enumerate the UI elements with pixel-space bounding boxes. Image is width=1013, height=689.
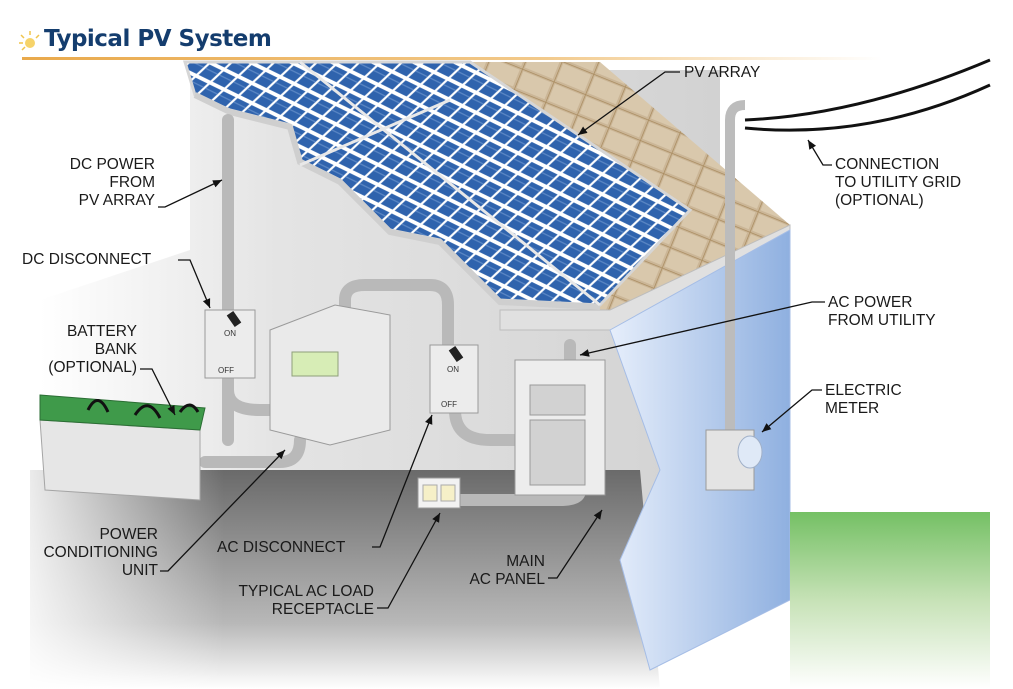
leader-meter bbox=[761, 389, 822, 433]
power-conditioning-unit bbox=[269, 304, 391, 446]
label-ac-disconnect: AC DISCONNECT bbox=[217, 539, 346, 556]
leader-pcu bbox=[160, 449, 286, 572]
grass bbox=[790, 512, 990, 689]
utility-mast bbox=[725, 100, 746, 485]
leader-pv-array bbox=[577, 71, 680, 136]
title-underline bbox=[22, 57, 882, 60]
ac-load-receptacle bbox=[417, 477, 461, 509]
label-connection-grid: CONNECTION TO UTILITY GRID (OPTIONAL) bbox=[835, 156, 962, 209]
ac-disconnect: ON OFF bbox=[429, 344, 479, 414]
leader-connection-grid bbox=[807, 139, 832, 166]
label-main-ac-panel: MAIN AC PANEL bbox=[469, 553, 545, 588]
conduit-ac-panel bbox=[449, 404, 526, 446]
leader-receptacle bbox=[377, 512, 441, 609]
main-ac-panel bbox=[514, 359, 606, 496]
leader-main-panel bbox=[548, 509, 603, 579]
leader-ac-power bbox=[579, 301, 825, 357]
label-dc-power: DC POWER FROM PV ARRAY bbox=[69, 156, 155, 209]
label-ac-power-utility: AC POWER FROM UTILITY bbox=[828, 294, 936, 329]
conduit-dc-pcu bbox=[222, 384, 286, 416]
diagram-title: Typical PV System bbox=[44, 26, 272, 52]
label-pv-array: PV ARRAY bbox=[684, 64, 761, 81]
label-electric-meter: ELECTRIC METER bbox=[825, 382, 902, 417]
label-dc-disconnect: DC DISCONNECT bbox=[22, 251, 152, 268]
sun-icon bbox=[19, 31, 40, 51]
conduit-battery bbox=[199, 434, 306, 468]
dc-switch-on-text: ON bbox=[224, 329, 236, 338]
leader-dc-disconnect bbox=[178, 259, 211, 309]
ac-switch-off-text: OFF bbox=[441, 400, 457, 409]
utility-wire bbox=[744, 83, 991, 132]
dc-switch-off-text: OFF bbox=[218, 366, 234, 375]
electric-meter bbox=[705, 429, 763, 491]
leader-battery bbox=[140, 368, 176, 416]
conduit-pcu-ac bbox=[339, 279, 454, 356]
battery-bank bbox=[39, 394, 206, 501]
exterior-wall bbox=[609, 229, 791, 671]
label-ac-load-receptacle: TYPICAL AC LOAD RECEPTACLE bbox=[238, 583, 374, 618]
ac-switch-on-text: ON bbox=[447, 365, 459, 374]
label-power-conditioning-unit: POWER CONDITIONING UNIT bbox=[43, 526, 158, 579]
panel-frame-edge bbox=[193, 92, 601, 310]
utility-wire bbox=[744, 58, 991, 122]
leader-dc-power bbox=[158, 179, 223, 208]
leader-ac-disconnect bbox=[372, 414, 433, 548]
label-battery-bank: BATTERY BANK (OPTIONAL) bbox=[48, 323, 137, 376]
dc-disconnect: ON OFF bbox=[204, 309, 256, 379]
